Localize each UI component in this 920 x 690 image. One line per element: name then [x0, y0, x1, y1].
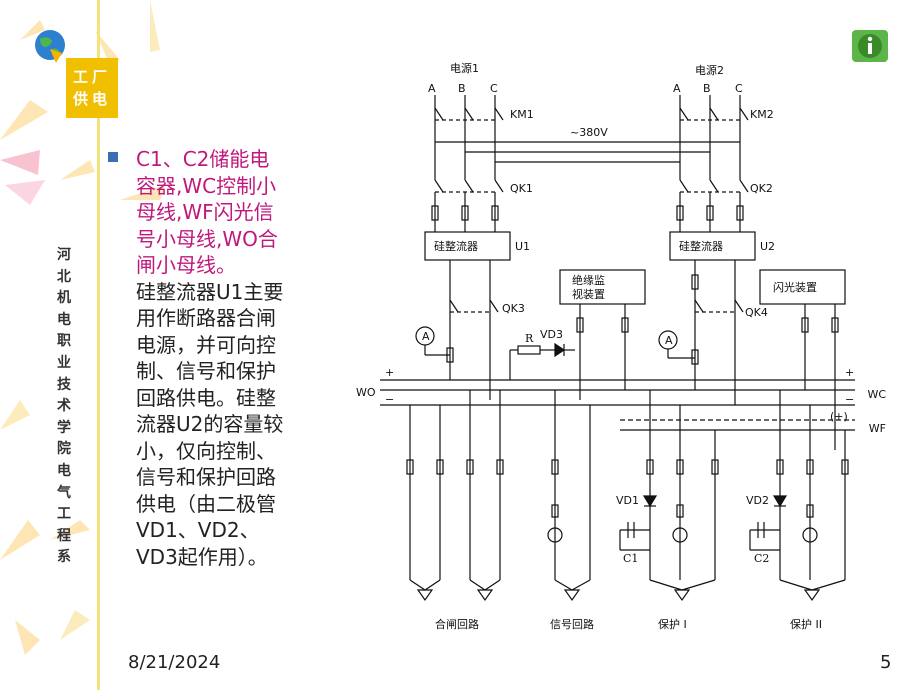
- vertical-char: 机: [57, 290, 71, 307]
- label-insulation-1: 绝缘监: [572, 273, 605, 287]
- course-logo: 工厂 供电: [66, 58, 118, 118]
- highlight-line: 号小母线,WO合: [136, 226, 278, 251]
- logo-line2: 供电: [72, 90, 111, 108]
- vertical-char: 业: [57, 354, 71, 371]
- label-load-signal: 信号回路: [550, 618, 594, 631]
- vertical-char: 术: [57, 398, 71, 415]
- vertical-char: 院: [57, 441, 71, 458]
- vertical-char: 电: [57, 311, 71, 328]
- body-line: 回路供电。硅整: [136, 385, 276, 410]
- label-phase-b1: B: [458, 82, 466, 95]
- label-load-protection2: 保护 II: [790, 617, 822, 631]
- label-load-closing: 合闸回路: [435, 617, 479, 631]
- label-minus-right: −: [845, 393, 854, 406]
- body-line: 用作断路器合闸: [136, 306, 276, 330]
- label-vd3: VD3: [540, 328, 563, 341]
- dc-operating-power-circuit-diagram: 电源1 电源2 A B C A B C KM1 KM2 ~380V QK1 QK…: [356, 61, 886, 631]
- body-line: 供电（由二极管: [136, 491, 276, 516]
- label-u1: U1: [515, 240, 530, 253]
- label-insulation-2: 视装置: [572, 287, 605, 301]
- body-line: 小，仅向控制、: [136, 438, 276, 463]
- label-qk3: QK3: [502, 302, 525, 315]
- label-minus-left: −: [385, 393, 394, 406]
- label-wo: WO: [356, 386, 376, 399]
- body-line: 制、信号和保护: [136, 359, 276, 383]
- label-u2: U2: [760, 240, 775, 253]
- body-line: VD3起作用）。: [136, 544, 268, 569]
- label-resistor: R: [525, 332, 534, 345]
- highlight-line: 母线,WF闪光信: [136, 200, 274, 224]
- label-phase-c1: C: [490, 82, 498, 95]
- label-flash-device: 闪光装置: [773, 280, 817, 294]
- highlight-line: 闸小母线。: [136, 253, 236, 277]
- vertical-char: 气: [57, 484, 71, 501]
- vertical-char: 系: [57, 549, 71, 566]
- vertical-char: 学: [57, 419, 71, 436]
- label-km1: KM1: [510, 108, 534, 121]
- vertical-char: 河: [57, 247, 71, 263]
- label-qk2: QK2: [750, 182, 773, 195]
- body-line: 硅整流器U1主要: [136, 279, 284, 304]
- globe-icon: [35, 30, 65, 63]
- highlight-line: 容器,WC控制小: [136, 173, 277, 198]
- highlight-line: C1、C2储能电: [136, 147, 270, 171]
- label-plus-paren: (+): [830, 410, 848, 423]
- slide-body-text: C1、C2储能电 容器,WC控制小 母线,WF闪光信 号小母线,WO合 闸小母线…: [108, 146, 333, 570]
- label-qk4: QK4: [745, 306, 768, 319]
- vertical-char: 技: [57, 376, 71, 393]
- label-plus-right: +: [845, 366, 854, 379]
- label-vd1: VD1: [616, 494, 639, 507]
- label-ammeter1: A: [422, 330, 430, 343]
- institution-vertical-text: 河 北 机 电 职 业 技 术 学 院 电 气 工 程 系: [54, 245, 74, 569]
- body-line: 流器U2的容量较: [136, 412, 284, 436]
- label-phase-c2: C: [735, 82, 743, 95]
- label-km2: KM2: [750, 108, 774, 121]
- label-qk1: QK1: [510, 182, 533, 195]
- label-plus-left: +: [385, 366, 394, 379]
- vertical-char: 北: [57, 268, 71, 285]
- bullet-icon: [108, 152, 118, 162]
- vertical-char: 职: [57, 333, 71, 350]
- body-line: 电源，并可向控: [136, 332, 276, 357]
- label-phase-a2: A: [673, 82, 681, 95]
- label-rectifier2: 硅整流器: [679, 239, 723, 253]
- label-ammeter2: A: [665, 334, 673, 347]
- label-phase-a1: A: [428, 82, 436, 95]
- label-load-protection1: 保护 I: [658, 617, 687, 631]
- label-c2: C2: [754, 552, 769, 565]
- info-icon[interactable]: [852, 30, 888, 62]
- label-source1: 电源1: [450, 61, 479, 75]
- body-line: 信号和保护回路: [136, 465, 276, 489]
- label-wf: WF: [869, 422, 886, 435]
- label-wc: WC: [867, 388, 886, 401]
- slide-page-number: 5: [880, 652, 892, 673]
- label-phase-b2: B: [703, 82, 711, 95]
- slide-date: 8/21/2024: [128, 652, 221, 673]
- label-voltage: ~380V: [570, 126, 608, 139]
- logo-line1: 工厂: [72, 68, 111, 86]
- label-source2: 电源2: [695, 63, 724, 77]
- label-c1: C1: [623, 552, 638, 565]
- vertical-char: 电: [57, 462, 71, 479]
- label-rectifier1: 硅整流器: [434, 239, 478, 253]
- body-line: VD1、VD2、: [136, 518, 260, 542]
- label-vd2: VD2: [746, 494, 769, 507]
- vertical-char: 工: [57, 506, 71, 523]
- vertical-char: 程: [57, 527, 71, 544]
- sidebar-divider: [97, 0, 100, 690]
